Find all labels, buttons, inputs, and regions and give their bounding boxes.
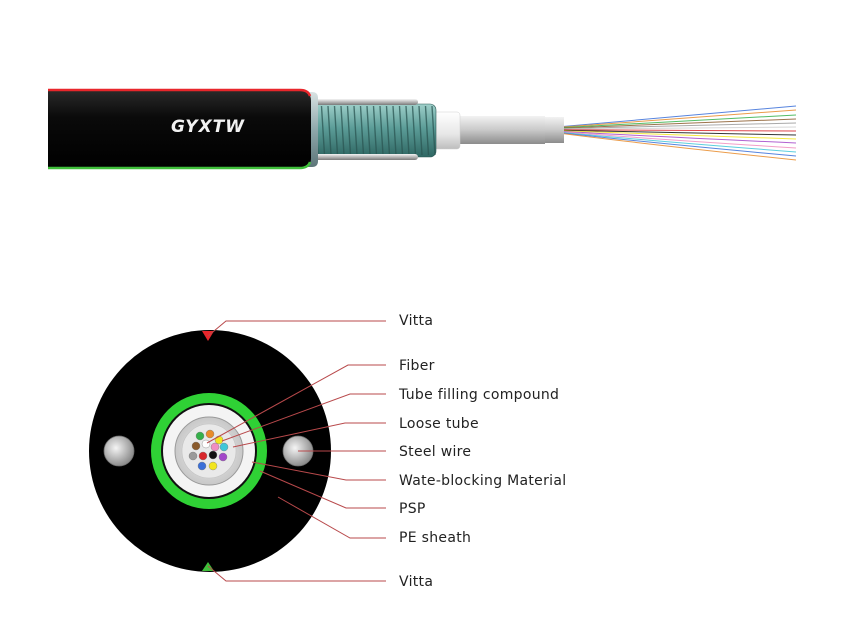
tube-filling-compound xyxy=(181,423,237,479)
fiber-dot xyxy=(214,435,224,445)
label-vitta-top: Vitta xyxy=(399,313,433,329)
leader-water-blocking xyxy=(251,461,386,481)
fiber-dot xyxy=(208,450,218,460)
cable-model-text: GYXTW xyxy=(171,117,245,137)
loose-tube-side xyxy=(297,103,437,158)
optical-fiber-strand xyxy=(559,109,797,128)
optical-fiber-strand xyxy=(559,118,797,129)
optical-fiber-strand xyxy=(559,131,797,149)
optical-fiber-strand xyxy=(559,129,797,136)
optical-fiber-strand xyxy=(559,131,797,153)
steel-wire-top xyxy=(300,99,418,105)
fiber-dot xyxy=(198,451,208,461)
optical-fiber-strand xyxy=(559,130,797,140)
fiber-bundle xyxy=(559,105,797,161)
leader-lines xyxy=(206,320,386,582)
optical-fiber-strand xyxy=(559,105,797,128)
label-loose-tube: Loose tube xyxy=(399,416,479,432)
fiber-dot xyxy=(210,442,220,452)
optical-fiber-strand xyxy=(559,132,797,157)
optical-fiber-strand xyxy=(559,114,797,129)
optical-fiber-strand xyxy=(559,132,797,161)
optical-fiber-strand xyxy=(559,122,797,130)
leader-tube-filling xyxy=(221,393,386,442)
label-water-blocking-material: Wate-blocking Material xyxy=(399,473,566,489)
leader-loose-tube xyxy=(232,422,386,448)
leader-psp xyxy=(259,470,386,509)
fiber-dot xyxy=(188,451,198,461)
optical-fiber-strand xyxy=(559,130,797,144)
label-psp: PSP xyxy=(399,501,426,517)
label-pe-sheath: PE sheath xyxy=(399,530,471,546)
pe-sheath-side xyxy=(48,88,312,170)
leader-vitta-bottom xyxy=(207,565,386,582)
central-core xyxy=(455,116,545,144)
vitta-stripe-top xyxy=(48,88,312,97)
fiber-dot xyxy=(219,442,229,452)
cable-side-view: GYXTW xyxy=(48,88,797,170)
label-fiber: Fiber xyxy=(399,358,435,374)
fiber-dot xyxy=(208,461,218,471)
cable-cross-section xyxy=(89,330,331,572)
fiber-dot xyxy=(197,461,207,471)
label-list: Vitta Fiber Tube filling compound Loose … xyxy=(398,313,566,590)
fiber-dot xyxy=(191,441,201,451)
leader-pe-sheath xyxy=(277,496,386,539)
vitta-stripe-bottom xyxy=(48,161,312,170)
steel-wire-bottom xyxy=(300,154,418,160)
optical-fiber-strand xyxy=(559,129,797,132)
label-vitta-bottom: Vitta xyxy=(399,574,433,590)
optical-fiber-strand xyxy=(559,126,797,130)
fiber-dot xyxy=(218,452,228,462)
label-tube-filling-compound: Tube filling compound xyxy=(398,387,559,403)
fiber-dot xyxy=(205,429,215,439)
steel-wire-left xyxy=(103,435,135,467)
fiber-dot xyxy=(201,439,211,449)
fiber-cluster xyxy=(188,429,229,471)
label-steel-wire: Steel wire xyxy=(399,444,471,460)
leader-vitta-top xyxy=(207,320,386,337)
leader-fiber xyxy=(206,364,386,444)
fiber-dot xyxy=(195,431,205,441)
